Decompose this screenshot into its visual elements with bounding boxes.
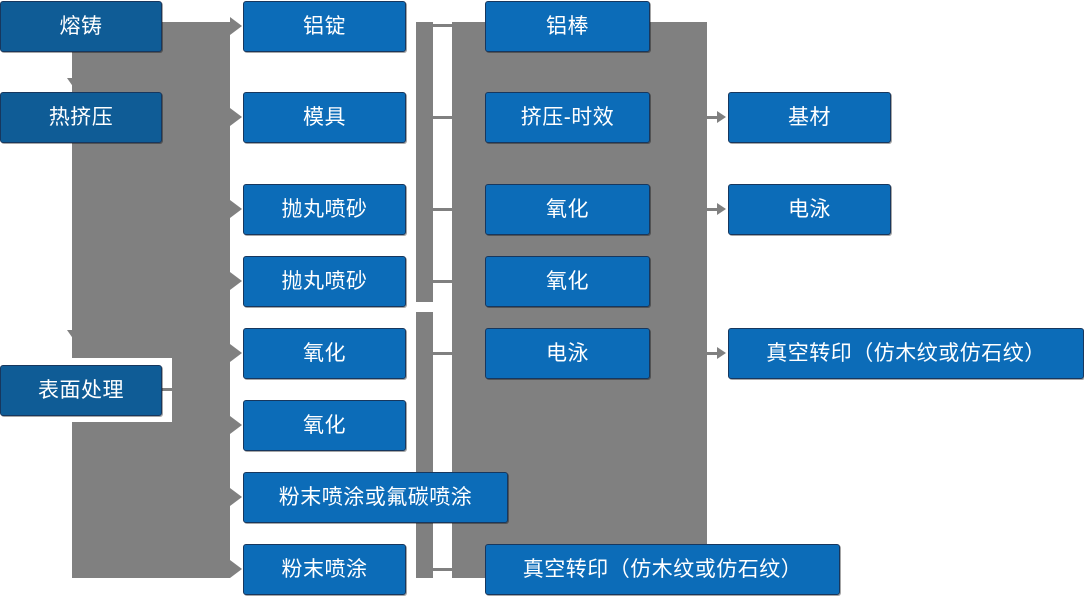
node-label: 粉末喷涂或氟碳喷涂: [278, 486, 473, 509]
node-output-base-material[interactable]: 基材: [728, 92, 891, 143]
process-to-output-arrow-2: [717, 203, 726, 215]
node-stage-surface-treatment[interactable]: 表面处理: [0, 365, 162, 416]
node-label: 氧化: [546, 198, 589, 221]
node-output-vacuum-transfer-printing[interactable]: 真空转印（仿木纹或仿石纹）: [728, 328, 1084, 379]
node-process-vacuum-transfer-printing[interactable]: 真空转印（仿木纹或仿石纹）: [485, 544, 840, 595]
bus1-arrow-5: [230, 344, 242, 362]
bus1-arrow-2: [230, 108, 242, 126]
node-label: 电泳: [546, 342, 589, 365]
node-input-aluminium-ingot[interactable]: 铝锭: [243, 1, 406, 52]
node-input-mould[interactable]: 模具: [243, 92, 406, 143]
node-process-oxidation-2[interactable]: 氧化: [485, 256, 650, 307]
collector-stub-1: [428, 24, 456, 27]
node-label: 挤压-时效: [520, 106, 615, 129]
node-input-oxidation-1[interactable]: 氧化: [243, 328, 406, 379]
extrude-to-surface-arrow: [67, 330, 81, 340]
process-to-output-line-2: [707, 208, 719, 211]
node-label: 抛丸喷砂: [281, 270, 368, 293]
node-process-electrophoresis[interactable]: 电泳: [485, 328, 650, 379]
node-input-oxidation-2[interactable]: 氧化: [243, 400, 406, 451]
node-label: 基材: [788, 106, 831, 129]
node-label: 氧化: [546, 270, 589, 293]
node-input-powder-or-fluorocarbon-coating[interactable]: 粉末喷涂或氟碳喷涂: [243, 472, 508, 523]
collector-stub-4: [428, 280, 456, 283]
node-process-aluminium-bar[interactable]: 铝棒: [485, 1, 650, 52]
collector-stub-2: [428, 116, 456, 119]
node-process-extrusion-aging[interactable]: 挤压-时效: [485, 92, 650, 143]
node-input-shot-blasting-1[interactable]: 抛丸喷砂: [243, 184, 406, 235]
collector-stub-6: [428, 568, 456, 571]
melt-to-extrude-arrow: [67, 78, 81, 88]
node-label: 氧化: [303, 342, 346, 365]
node-label: 熔铸: [59, 15, 103, 38]
bus1-arrow-8: [230, 560, 242, 578]
node-label: 真空转印（仿木纹或仿石纹）: [522, 558, 803, 581]
process-to-output-line-1: [707, 116, 719, 119]
process-to-output-line-3: [707, 352, 719, 355]
process-to-output-arrow-3: [717, 347, 726, 359]
node-label: 氧化: [303, 414, 346, 437]
melt-to-extrude-stem: [72, 51, 75, 85]
node-label: 铝锭: [303, 15, 346, 38]
node-label: 模具: [303, 106, 346, 129]
node-input-powder-coating[interactable]: 粉末喷涂: [243, 544, 406, 595]
node-stage-hot-extrusion[interactable]: 热挤压: [0, 92, 162, 143]
collector-stub-3: [428, 208, 456, 211]
node-label: 真空转印（仿木纹或仿石纹）: [766, 342, 1046, 365]
node-process-oxidation-1[interactable]: 氧化: [485, 184, 650, 235]
node-label: 粉末喷涂: [281, 558, 368, 581]
node-label: 热挤压: [48, 106, 114, 129]
bus1-arrow-7: [230, 488, 242, 506]
bus1-arrow-4: [230, 272, 242, 290]
node-label: 铝棒: [546, 15, 589, 38]
process-to-output-arrow-1: [717, 111, 726, 123]
bus1-stem-to-surface: [162, 388, 176, 391]
node-label: 抛丸喷砂: [281, 198, 368, 221]
node-label: 表面处理: [38, 379, 124, 402]
bus1-arrow-1: [230, 17, 242, 35]
node-output-electrophoresis[interactable]: 电泳: [728, 184, 891, 235]
collector-stub-5: [428, 352, 456, 355]
node-label: 电泳: [788, 198, 831, 221]
bus1-arrow-6: [230, 416, 242, 434]
node-input-shot-blasting-2[interactable]: 抛丸喷砂: [243, 256, 406, 307]
input-collector-bar: [416, 22, 433, 302]
bus1-arrow-3: [230, 200, 242, 218]
node-stage-melting-casting[interactable]: 熔铸: [0, 1, 162, 52]
